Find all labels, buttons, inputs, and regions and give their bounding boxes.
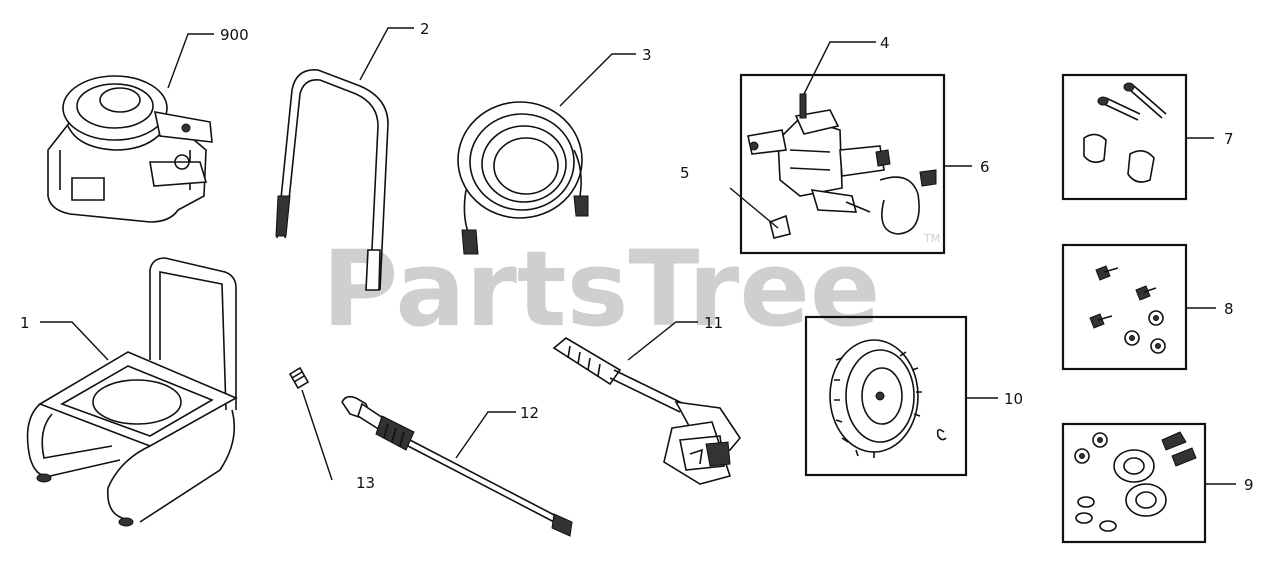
- handle-part[interactable]: [275, 69, 389, 291]
- kit-9-box: [1061, 422, 1207, 544]
- spray-gun-callout: 11: [704, 314, 723, 332]
- handle-leader: [359, 27, 414, 81]
- watermark-text: PartsTree: [322, 228, 880, 350]
- wheel-box: [804, 315, 968, 477]
- nozzle-leader: [301, 389, 333, 481]
- wheel-part[interactable]: [829, 339, 947, 458]
- wand-leader: [455, 411, 516, 459]
- nozzle-part[interactable]: [288, 366, 310, 390]
- pump-assembly-callout: 6: [980, 158, 990, 176]
- wheel-callout: 10: [1004, 390, 1023, 408]
- pump-assembly-part[interactable]: [747, 93, 937, 239]
- wand-callout: 12: [520, 404, 539, 422]
- frame-callout: 1: [20, 314, 30, 332]
- kit-7-callout: 7: [1224, 130, 1234, 148]
- spray-gun-leader: [627, 321, 698, 361]
- engine-callout: 900: [220, 26, 249, 44]
- kit-8-part[interactable]: [1089, 265, 1166, 354]
- hose-part[interactable]: [457, 101, 589, 255]
- hose-callout: 3: [642, 46, 652, 64]
- pump-left-leader: [729, 187, 779, 229]
- pump-assembly-box: [739, 73, 946, 255]
- engine-part[interactable]: [47, 75, 213, 223]
- kit-9-callout: 9: [1244, 476, 1254, 494]
- kit-8-callout: 8: [1224, 300, 1234, 318]
- pump-top-leader: [803, 41, 876, 95]
- engine-leader: [167, 33, 214, 89]
- watermark-trademark: TM: [923, 232, 940, 245]
- spray-gun-part[interactable]: [552, 337, 741, 485]
- nozzle-callout: 13: [356, 474, 375, 492]
- hose-leader: [559, 53, 636, 107]
- kit-7-part[interactable]: [1083, 82, 1167, 183]
- frame-leader: [40, 321, 109, 361]
- kit-9-part[interactable]: [1074, 431, 1197, 532]
- pump-top-callout: 4: [880, 34, 890, 52]
- wand-part[interactable]: [341, 395, 573, 537]
- pump-left-callout: 5: [680, 164, 690, 182]
- kit-7-box: [1061, 73, 1188, 201]
- frame-part[interactable]: [26, 257, 238, 527]
- kit-8-box: [1061, 243, 1188, 371]
- handle-callout: 2: [420, 20, 430, 38]
